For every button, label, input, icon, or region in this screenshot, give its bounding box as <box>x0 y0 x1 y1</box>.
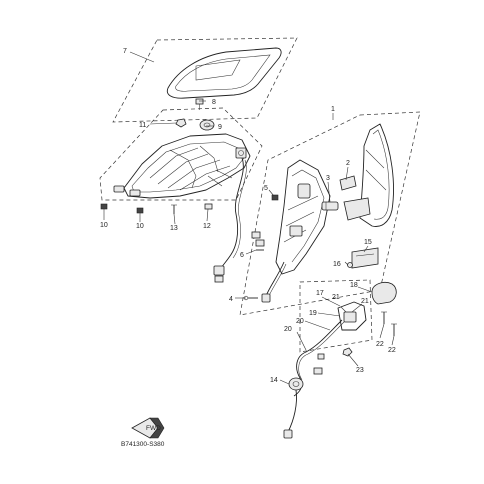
drawing-code: B741300-S380 <box>121 441 165 448</box>
part-1-light-unit-group <box>239 111 421 316</box>
callout-15: 15 <box>364 239 372 246</box>
part-3-socket <box>321 201 339 211</box>
callout-21-a: 21 <box>332 294 340 301</box>
part-5-clip <box>271 194 279 201</box>
callout-3: 3 <box>326 175 330 182</box>
part-13-screw <box>171 204 177 214</box>
tail-light-housing <box>99 107 263 201</box>
callout-19: 19 <box>309 310 317 317</box>
part-6-screw <box>251 231 265 251</box>
callout-labels: 7 8 9 11 1 2 3 5 6 4 4 10 10 13 12 15 16… <box>100 48 396 384</box>
callout-18: 18 <box>350 282 358 289</box>
leader-lines <box>103 51 395 385</box>
part-10-clip-a <box>100 203 108 210</box>
part-14-harness-end <box>283 377 304 439</box>
callout-17: 17 <box>316 290 324 297</box>
tail-light-harness <box>213 157 247 283</box>
callout-1: 1 <box>331 106 335 113</box>
callout-22-b: 22 <box>388 347 396 354</box>
callout-2: 2 <box>346 160 350 167</box>
light-unit-body <box>275 159 331 275</box>
callout-10-a: 10 <box>100 222 108 229</box>
part-7-lens-cover <box>112 37 298 123</box>
part-2-grommet <box>339 175 357 191</box>
callout-22-a: 22 <box>376 341 384 348</box>
callout-5: 5 <box>264 185 268 192</box>
callout-21-b: 21 <box>361 298 369 305</box>
callout-20-b: 20 <box>284 326 292 333</box>
callout-16: 16 <box>333 261 341 268</box>
light-unit-harness <box>261 261 287 303</box>
part-10-clip-b <box>136 207 144 214</box>
callout-11: 11 <box>139 122 146 129</box>
callout-8: 8 <box>212 99 216 106</box>
callout-4-a: 4 <box>229 296 233 303</box>
callout-7: 7 <box>123 48 127 55</box>
part-15-reflector <box>351 247 379 269</box>
right-tail-piece <box>343 197 371 221</box>
callout-13: 13 <box>170 225 178 232</box>
part-8-screw <box>195 98 204 110</box>
part-4-screw <box>243 295 258 301</box>
license-light-bracket <box>299 279 397 357</box>
fwd-label: FWD <box>146 425 161 432</box>
callout-10-b: 10 <box>136 223 144 230</box>
callout-14: 14 <box>270 377 278 384</box>
part-12-bracket <box>204 203 213 210</box>
callout-9: 9 <box>218 124 222 131</box>
fwd-arrow-icon <box>131 417 165 439</box>
callout-20-a: 20 <box>296 318 304 325</box>
part-11-nut <box>175 118 187 128</box>
callout-23: 23 <box>356 367 364 374</box>
callout-12: 12 <box>203 223 211 230</box>
part-9-grommet <box>199 119 215 131</box>
part-16-bolt <box>347 262 353 268</box>
callout-6: 6 <box>240 252 244 259</box>
